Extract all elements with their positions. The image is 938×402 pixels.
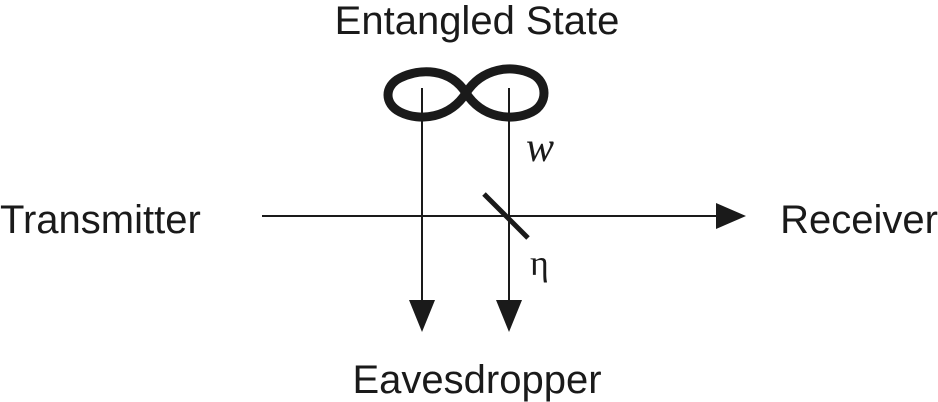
eavesdropper-label: Eavesdropper [352,358,601,402]
left-arrowhead-icon [409,300,435,332]
eta-label: η [530,243,549,283]
infinity-icon [383,64,549,122]
beam-splitter-icon [482,192,530,240]
entangled-state-label: Entangled State [335,0,620,43]
w-label: w [526,125,554,171]
right-arrowhead-icon [496,300,522,332]
receiver-arrowhead-icon [716,203,746,229]
transmitter-label: Transmitter [0,198,201,242]
receiver-label: Receiver [780,198,938,242]
